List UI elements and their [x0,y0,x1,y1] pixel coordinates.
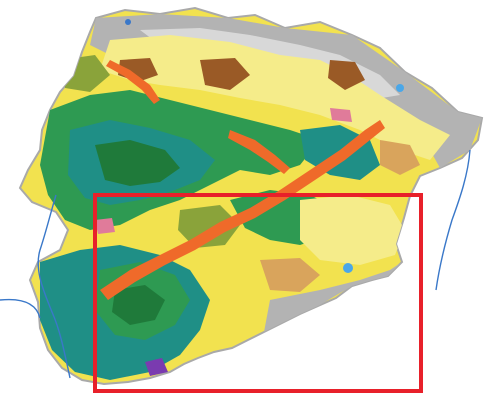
river [0,298,41,319]
pink-area [95,218,115,234]
land-cover-patches [40,14,482,380]
urban-corridor [100,120,385,300]
dark-forest-area [112,285,165,325]
olive-area [178,205,240,248]
urban-corridor [228,130,290,174]
lake [125,19,131,25]
meadow-area [300,195,405,265]
pink-area [330,108,352,122]
brown-area [328,60,365,90]
dark-forest-area [95,140,180,186]
urban-corridor [106,60,160,104]
meadow-area [100,35,450,160]
brown-area [200,58,250,90]
rock-area [264,262,402,332]
lake [396,84,404,92]
tan-area [260,258,320,292]
river [37,194,71,379]
lake [343,263,353,273]
rivers [0,149,471,379]
highlight-rectangle [93,193,423,393]
river [435,149,471,291]
tan-area [380,140,420,175]
purple-area [145,358,168,376]
